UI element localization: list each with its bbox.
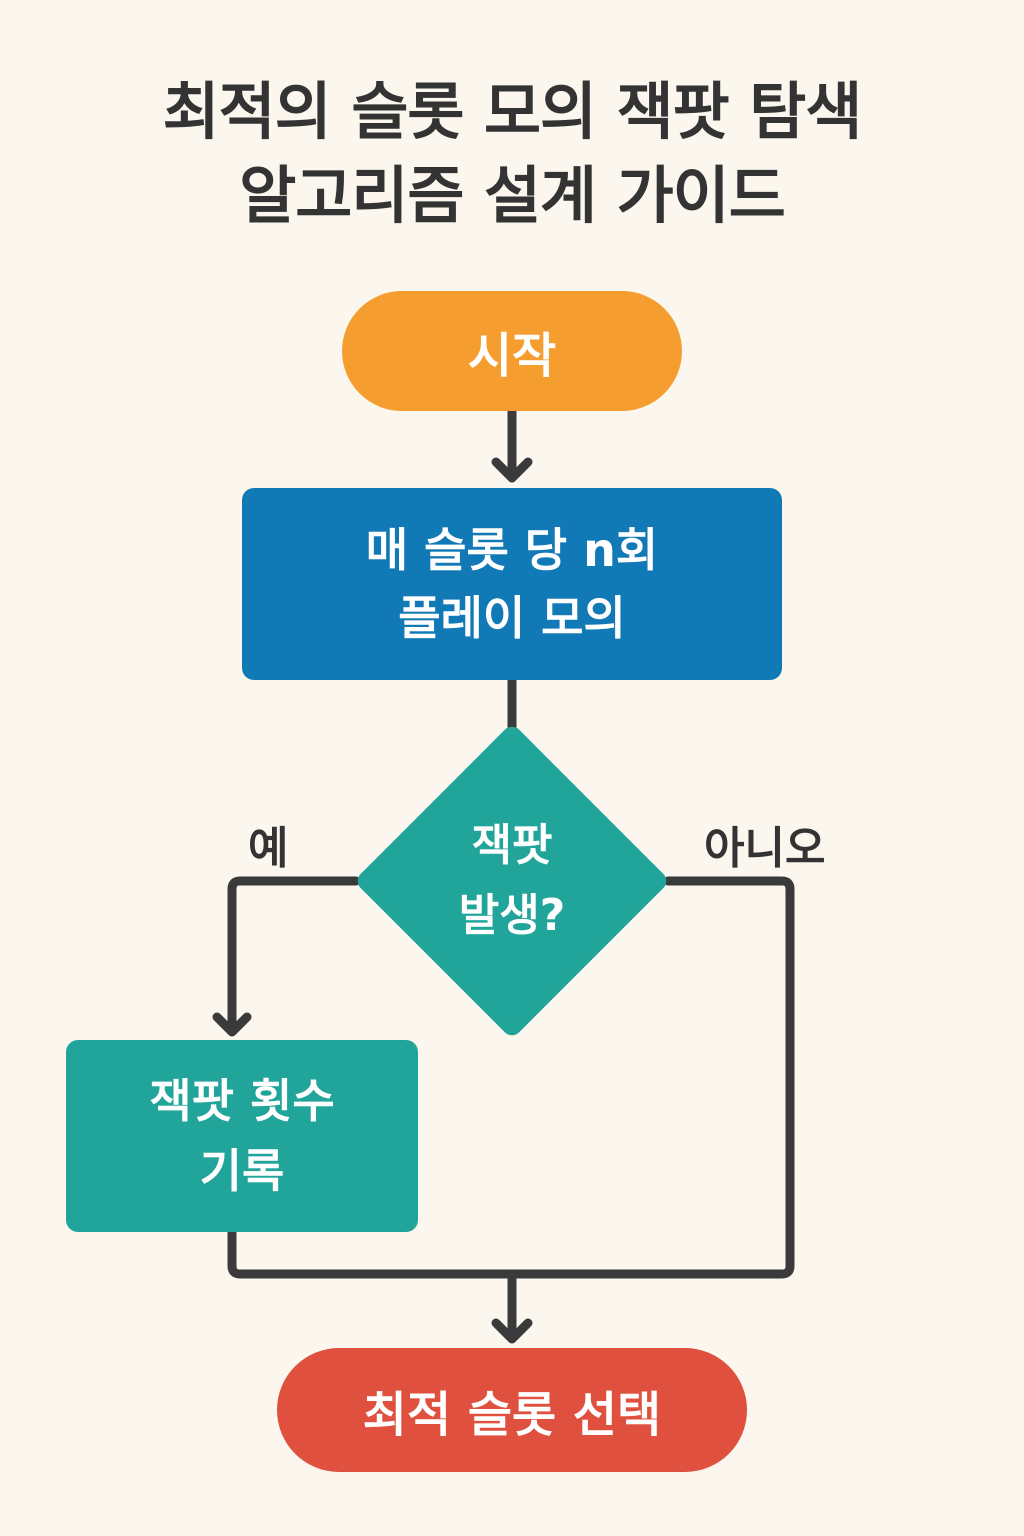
connector-yes-branch [227, 876, 361, 1035]
arrowhead-simulate [491, 457, 533, 483]
simulate-label-line-2: 플레이 모의 [398, 591, 626, 645]
record-label-line-2: 기록 [199, 1144, 285, 1198]
page-title: 최적의 슬롯 모의 잭팟 탐색 알고리즘 설계 가이드 [0, 70, 1024, 238]
decision-label-line-2: 발생? [458, 890, 566, 941]
decision-label-line-1: 잭팟 [471, 820, 553, 871]
simulate-process-node: 매 슬롯 당 n회 플레이 모의 [242, 488, 782, 680]
branch-label-yes: 예 [248, 823, 289, 874]
start-node: 시작 [342, 291, 682, 411]
arrowhead-end [491, 1318, 533, 1344]
arrowhead-record [212, 1012, 252, 1037]
connector-no-branch [507, 876, 795, 1279]
record-label-line-1: 잭팟 횟수 [149, 1074, 335, 1128]
branch-label-no: 아니오 [704, 823, 826, 874]
end-label: 최적 슬롯 선택 [362, 1387, 662, 1443]
start-label: 시작 [467, 328, 557, 384]
title-line-2: 알고리즘 설계 가이드 [239, 159, 786, 232]
record-process-node: 잭팟 횟수 기록 [66, 1040, 418, 1232]
title-line-1: 최적의 슬롯 모의 잭팟 탐색 [162, 75, 863, 148]
decision-label: 잭팟 발생? [392, 791, 632, 971]
simulate-label-line-1: 매 슬롯 당 n회 [365, 523, 659, 577]
end-node: 최적 슬롯 선택 [277, 1348, 747, 1472]
connector-record-to-merge [227, 1227, 517, 1279]
